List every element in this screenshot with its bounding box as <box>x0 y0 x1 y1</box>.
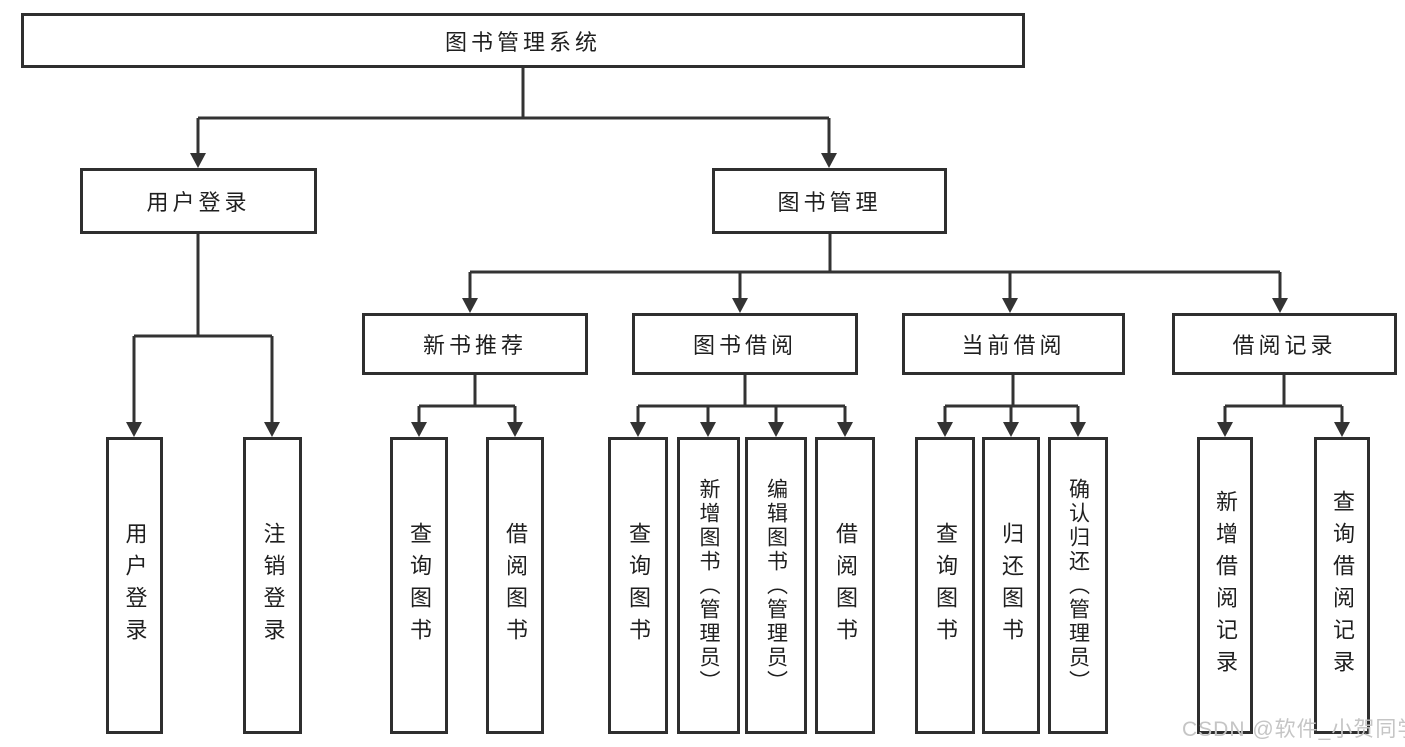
leaf-label: 查询图书 <box>626 521 651 650</box>
leaf-borrow-edit: 编辑图书（管理员） <box>745 437 807 734</box>
leaf-label: 编辑图书（管理员） <box>764 477 788 694</box>
leaf-logout-login: 注销登录 <box>243 437 302 734</box>
connector-root <box>196 68 831 156</box>
node-user-login: 用户登录 <box>80 168 317 234</box>
leaf-label: 注销登录 <box>260 521 286 650</box>
leaf-label: 查询借阅记录 <box>1330 489 1355 682</box>
node-current-borrow: 当前借阅 <box>902 313 1125 375</box>
leaf-label: 借阅图书 <box>503 521 528 650</box>
watermark: CSDN @软件_小贺同学 <box>1182 718 1405 741</box>
node-borrow-records: 借阅记录 <box>1172 313 1397 375</box>
connector-new-book <box>417 375 517 425</box>
leaf-current-confirm: 确认归还（管理员） <box>1048 437 1108 734</box>
connector-book-mgmt <box>468 234 1282 301</box>
leaf-label: 借阅图书 <box>833 521 858 650</box>
node-root: 图书管理系统 <box>21 13 1025 68</box>
node-book-management: 图书管理 <box>712 168 947 234</box>
arrowheads <box>126 153 1350 437</box>
connector-user-login <box>132 234 274 425</box>
leaf-label: 查询图书 <box>933 521 958 650</box>
leaf-records-add: 新增借阅记录 <box>1197 437 1253 734</box>
leaf-borrow-query: 查询图书 <box>608 437 668 734</box>
leaf-current-query: 查询图书 <box>915 437 975 734</box>
leaf-borrow-add: 新增图书（管理员） <box>677 437 740 734</box>
leaf-newbook-query: 查询图书 <box>390 437 448 734</box>
leaf-borrow-borrow: 借阅图书 <box>815 437 875 734</box>
leaf-label: 确认归还（管理员） <box>1066 477 1090 694</box>
leaf-user-login: 用户登录 <box>106 437 163 734</box>
leaf-newbook-borrow: 借阅图书 <box>486 437 544 734</box>
leaf-label: 归还图书 <box>999 521 1024 650</box>
node-book-borrow: 图书借阅 <box>632 313 858 375</box>
leaf-label: 查询图书 <box>407 521 432 650</box>
connector-book-borrow <box>636 375 847 425</box>
leaf-records-query: 查询借阅记录 <box>1314 437 1370 734</box>
leaf-label: 新增图书（管理员） <box>697 477 720 694</box>
connector-current-borrow <box>943 375 1080 425</box>
node-new-book-recommend: 新书推荐 <box>362 313 588 375</box>
leaf-label: 新增借阅记录 <box>1213 489 1238 682</box>
leaf-current-return: 归还图书 <box>982 437 1040 734</box>
connector-borrow-records <box>1223 375 1344 425</box>
leaf-label: 用户登录 <box>122 521 148 650</box>
